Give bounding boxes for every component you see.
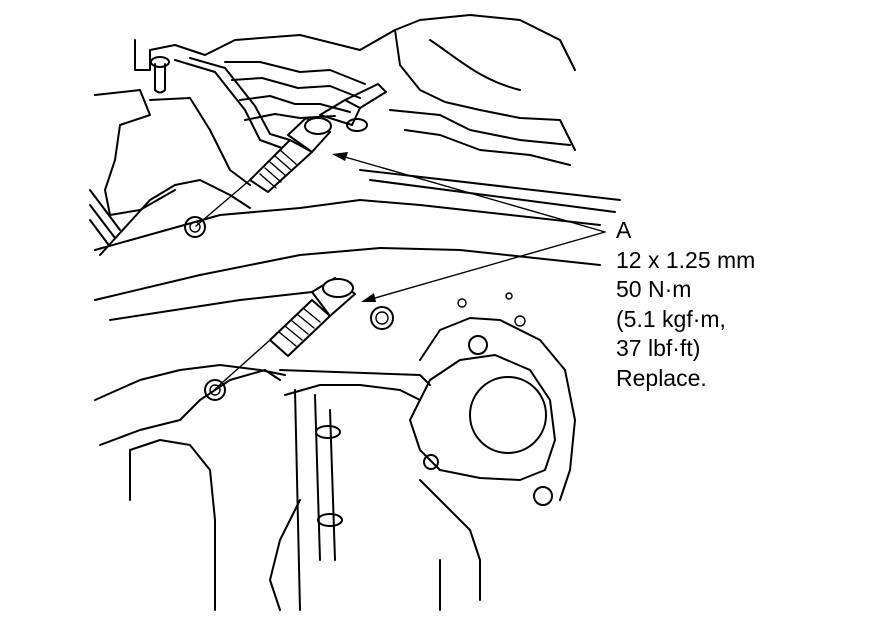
torque-nm: 50 N·m <box>616 276 692 302</box>
torque-kgfm: (5.1 kgf·m, <box>616 305 726 332</box>
bolt-size: 12 x 1.25 mm <box>616 246 756 273</box>
replace-note: Replace. <box>616 364 707 391</box>
torque-lbfft: 37 lbf·ft) <box>616 335 701 361</box>
bolt-axis-lines <box>195 179 271 391</box>
upper-assembly <box>89 14 576 245</box>
lower-bolt <box>269 277 356 357</box>
lower-mount <box>94 317 576 611</box>
frame-member <box>94 169 621 330</box>
callout-leaders <box>332 152 606 302</box>
upper-bolt <box>249 117 332 193</box>
callout-label: A <box>616 217 632 243</box>
fastener-callout: A 12 x 1.25 mm 50 N·m (5.1 kgf·m, 37 lbf… <box>616 216 755 393</box>
